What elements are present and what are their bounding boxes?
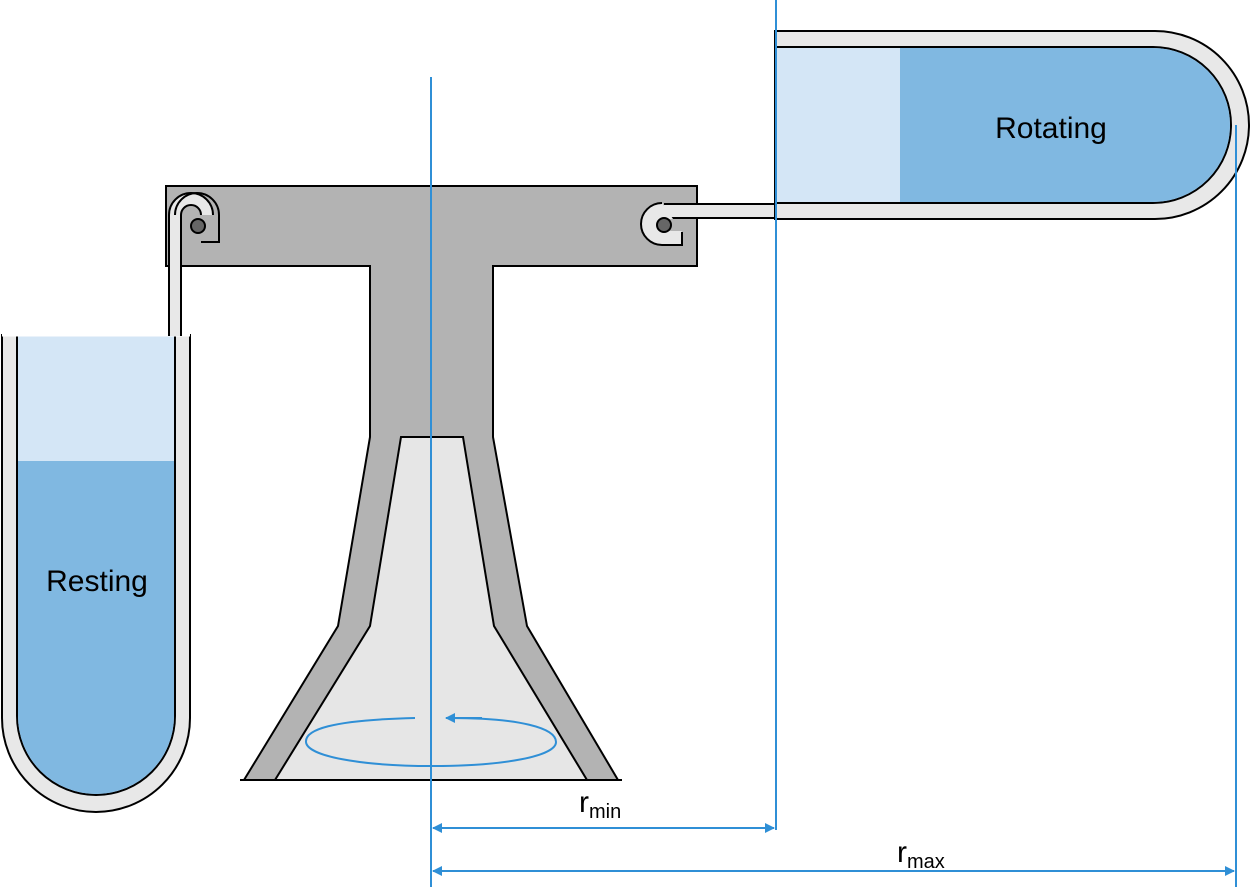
r-max-label: rmax [897, 836, 945, 873]
resting-label: Resting [46, 565, 148, 598]
left-hinge [168, 192, 220, 336]
right-hinge [640, 202, 783, 246]
left-pivot-icon [190, 218, 206, 234]
reference-lines [430, 0, 1237, 887]
r-min-label: rmin [579, 786, 621, 823]
rotating-liquid [900, 48, 1230, 202]
r-max-dimension: rmax [432, 836, 1235, 876]
resting-liquid [18, 461, 174, 794]
rotating-tube: Rotating [774, 30, 1250, 220]
rotating-label: Rotating [995, 112, 1107, 145]
right-pivot-icon [656, 217, 672, 233]
resting-tube: Resting [0, 333, 191, 813]
rotating-arm [664, 203, 783, 219]
r-min-dimension: rmin [432, 786, 775, 833]
